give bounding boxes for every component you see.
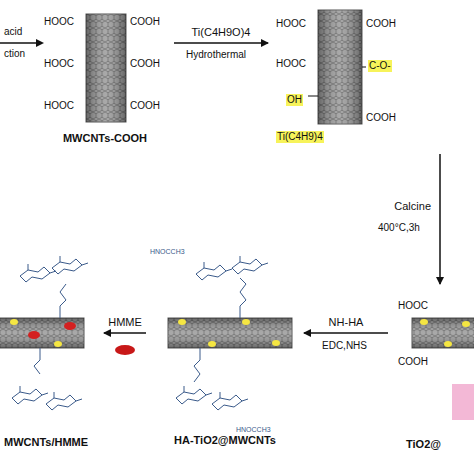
structure-node: HA-TiO2@MWCNTs [150,238,300,460]
group-label: HOOC [44,16,74,28]
structure-label: TiO2@ [406,438,441,451]
structure-label: MWCNTs/HMME [4,436,88,449]
group-label: OH [286,94,303,106]
reagent-label: Calcine [393,200,432,213]
group-label: COOH [398,356,428,368]
group-label: COOH [366,18,396,30]
reagent-label: Ti(C4H9O)4 [191,26,252,39]
condition-label: EDC,NHS [322,340,367,352]
structure-node: TiO2@ [392,288,474,460]
condition-label: ction [4,48,25,60]
reaction-arrow [304,332,388,334]
group-label: HOOC [276,18,306,30]
structure-label: MWCNTs-COOH [63,132,147,145]
structure-node: MWCNTs/HMME [0,238,100,460]
group-label: Ti(C4H9)4 [276,131,324,143]
group-label: HOOC [44,58,74,70]
group-label: HOOC [398,300,428,312]
reaction-arrow [439,154,441,284]
group-label: COOH [366,112,396,124]
group-label: COOH [130,58,160,70]
structure-label: HA-TiO2@MWCNTs [174,434,276,447]
condition-label: 400°C,3h [378,222,420,234]
reagent-label: HMME [107,316,143,329]
group-label: C-O- [368,60,392,72]
reaction-arrow [174,42,268,44]
reaction-arrow [104,332,146,334]
structure-node: MWCNTs-COOH [40,8,170,148]
condition-label: Hydrothermal [186,49,246,61]
group-label: COOH [130,100,160,112]
group-label: HOOC [44,100,74,112]
group-label: HNOCCH3 [150,246,185,258]
reagent-label: NH-HA [328,316,365,329]
group-label: HOOC [276,58,306,70]
group-label: HNOCCH3 [236,424,271,436]
condition-label: acid [4,26,22,38]
group-label: COOH [130,16,160,28]
